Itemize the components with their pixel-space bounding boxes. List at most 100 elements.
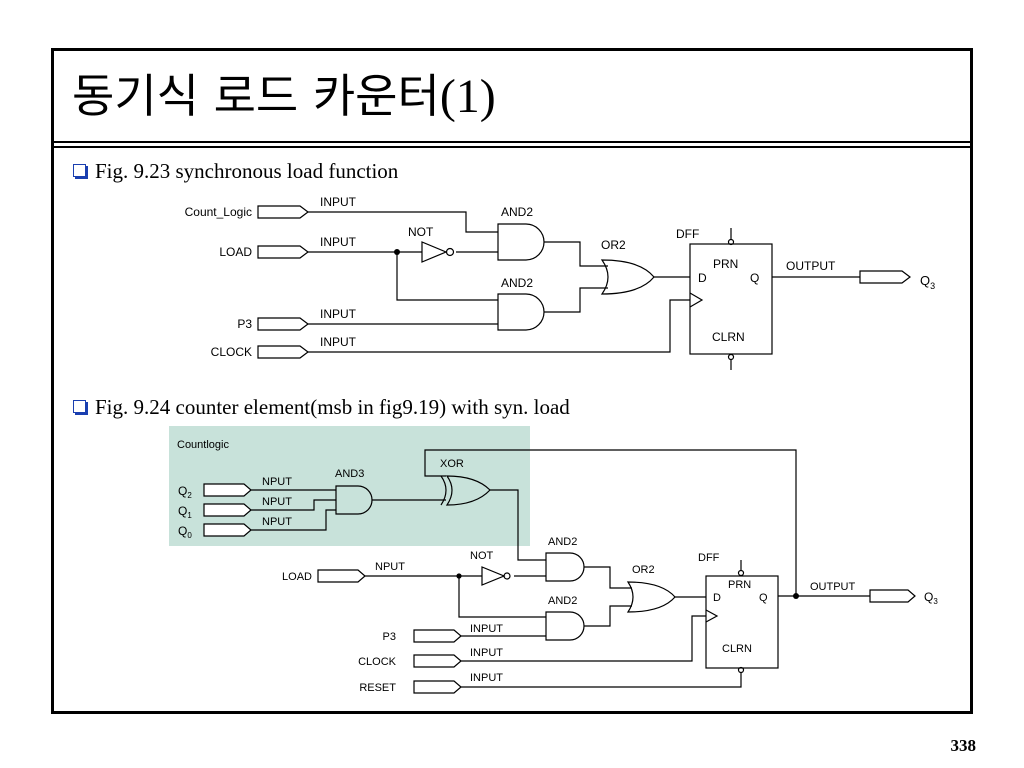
junction-dot (394, 249, 400, 255)
input-pin (203, 483, 252, 497)
and-label: AND2 (548, 595, 577, 607)
bullet-fig923: Fig. 9.23 synchronous load function (73, 158, 398, 184)
input-pin (257, 205, 309, 219)
and-label: AND2 (501, 205, 533, 219)
pin-type-label: INPUT (320, 335, 357, 349)
or-gate (626, 581, 676, 613)
q-label: Q (750, 271, 759, 285)
clrn-bubble (737, 666, 745, 674)
input-pin (257, 245, 309, 259)
or-label: OR2 (601, 238, 626, 252)
region-label: Countlogic (177, 439, 229, 451)
input-pin (413, 680, 462, 694)
input-name: Count_Logic (185, 205, 252, 219)
fig923-labels: Count_Logic LOAD P3 CLOCK INPUT INPUT IN… (185, 195, 936, 359)
clock-triangle (689, 292, 704, 308)
not-bubble (503, 572, 511, 580)
input-pin (203, 523, 252, 537)
clrn-label: CLRN (712, 330, 745, 344)
xor-gate-curve (440, 475, 447, 506)
output-label: OUTPUT (810, 581, 856, 593)
not-label: NOT (408, 225, 434, 239)
input-name: P3 (383, 631, 396, 643)
clrn-bubble (727, 353, 735, 361)
not-gate (481, 566, 506, 586)
pin-type-label: INPUT (320, 195, 357, 209)
input-pin (203, 503, 252, 517)
bullet-box-icon (73, 400, 86, 413)
wire (584, 605, 632, 627)
wire (251, 509, 336, 531)
and-label: AND2 (548, 536, 577, 548)
and3-label: AND3 (335, 468, 364, 480)
output-pin (859, 270, 911, 284)
pin-type-label: INPUT (470, 647, 503, 659)
wire (584, 566, 632, 589)
input-pin (413, 654, 462, 668)
wire (461, 672, 742, 688)
prn-bubble (737, 569, 745, 577)
dff-label: DFF (676, 227, 699, 241)
junction-dot (793, 593, 799, 599)
input-pin (317, 569, 366, 583)
wire (544, 241, 608, 267)
input-name: LOAD (219, 245, 252, 259)
not-gate (421, 241, 448, 263)
pin-type-label: NPUT (262, 516, 292, 528)
pin-type-label: INPUT (320, 307, 357, 321)
d-label: D (698, 271, 707, 285)
and-gate-bottom (497, 293, 545, 331)
output-label: OUTPUT (786, 259, 836, 273)
clock-triangle (705, 609, 719, 623)
input-name: CLOCK (358, 656, 397, 668)
pin-type-label: INPUT (470, 623, 503, 635)
pin-type-label: INPUT (470, 672, 503, 684)
wire (251, 499, 336, 511)
or-gate (600, 259, 655, 295)
title-suffix: (1) (439, 70, 496, 123)
clrn-label: CLRN (722, 643, 752, 655)
fig924-diagram (203, 449, 916, 694)
xor-gate (445, 475, 491, 506)
pin-type-label: INPUT (320, 235, 357, 249)
and3-gate (335, 485, 373, 515)
input-name: LOAD (282, 571, 312, 583)
and-gate-bottom (545, 611, 585, 641)
wire (396, 252, 498, 301)
bullet-text: Fig. 9.24 counter element(msb in fig9.19… (95, 395, 570, 419)
output-subscript: 3 (930, 281, 935, 291)
wire (424, 449, 797, 596)
pin-type-label: NPUT (262, 496, 292, 508)
prn-label: PRN (728, 579, 751, 591)
slide-frame (51, 48, 973, 714)
fig923-diagram (257, 205, 911, 370)
prn-bubble (727, 238, 735, 246)
input-name: RESET (359, 682, 396, 694)
input-name: P3 (237, 317, 252, 331)
bullet-box-icon (73, 164, 86, 177)
and-label: AND2 (501, 276, 533, 290)
and-gate-top (497, 223, 545, 261)
pin-type-label: NPUT (262, 476, 292, 488)
junction-dot (456, 573, 462, 579)
output-name: Q3 (924, 590, 938, 606)
q-label: Q (759, 592, 768, 604)
slide-title: 동기식 로드 카운터(1) (72, 66, 496, 127)
dff-label: DFF (698, 552, 720, 564)
prn-label: PRN (713, 257, 738, 271)
title-rule-top (51, 141, 973, 143)
title-korean: 동기식 로드 카운터 (72, 69, 440, 123)
input-name: CLOCK (211, 345, 252, 359)
q-input-name: Q0 (178, 524, 192, 540)
or-label: OR2 (632, 564, 655, 576)
q-input-name: Q1 (178, 504, 192, 520)
d-label: D (713, 592, 721, 604)
output-pin (869, 589, 916, 603)
wire (308, 299, 690, 353)
fig924-labels: Countlogic Q2 Q1 Q0 NPUT NPUT NPUT AND3 … (177, 439, 938, 694)
page-number: 338 (950, 736, 977, 755)
input-pin (413, 629, 462, 643)
output-name-text: Q (920, 273, 930, 288)
wire (308, 211, 498, 233)
